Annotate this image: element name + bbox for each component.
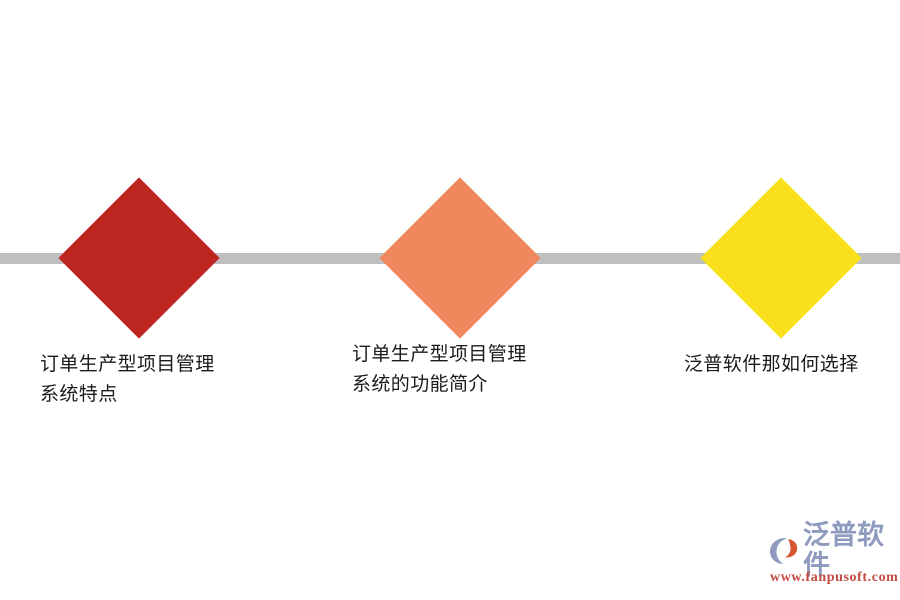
watermark-logo-row: 泛普软件 <box>768 521 894 581</box>
watermark-brand-text: 泛普软件 <box>803 520 884 581</box>
node-label-2: 订单生产型项目管理 系统的功能简介 <box>352 344 527 395</box>
watermark-url-text: www.fanpusoft.com <box>770 570 899 585</box>
node-label-3: 泛普软件那如何选择 <box>684 354 859 375</box>
watermark: 泛普软件 www.fanpusoft.com <box>768 521 898 589</box>
diamond-node-2[interactable] <box>379 177 541 339</box>
fanpu-logo-icon <box>770 538 798 564</box>
diamond-node-1[interactable] <box>58 177 220 339</box>
node-label-1: 订单生产型项目管理 系统特点 <box>40 354 215 405</box>
diamond-node-3[interactable] <box>700 177 862 339</box>
